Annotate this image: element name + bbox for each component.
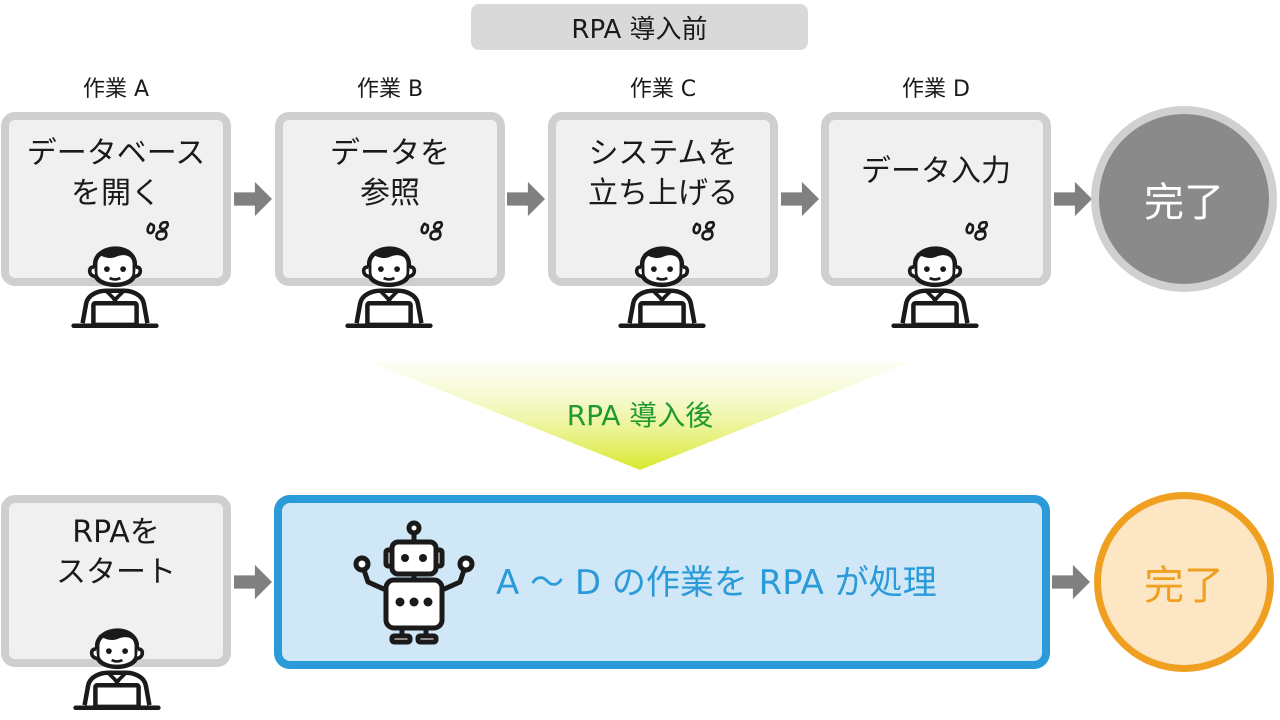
sweat-drops-icon [420, 220, 450, 244]
done-label-after: 完了 [1144, 563, 1224, 609]
done-circle-after: 完了 [1094, 492, 1274, 672]
rpa-start-text: RPAを スタート [56, 515, 176, 590]
sweat-drops-icon [965, 220, 995, 244]
task-label-a: 作業 A [82, 77, 150, 102]
task-label-d: 作業 D [902, 77, 970, 102]
step-text-a: データベース を開く [26, 136, 206, 211]
after-rpa-label: RPA 導入後 [566, 399, 714, 432]
task-label-b: 作業 B [356, 77, 424, 102]
robot-icon [353, 520, 475, 645]
arrow-right-icon [781, 180, 819, 218]
done-circle-before: 完了 [1091, 106, 1277, 292]
arrow-right-icon [234, 180, 272, 218]
step-text-d: データ入力 [861, 154, 1011, 189]
transition-funnel [370, 362, 910, 470]
worker-icon [72, 606, 162, 716]
step-text-c: システムを 立ち上げる [588, 136, 738, 211]
step-text-b: データを 参照 [330, 136, 450, 211]
arrow-right-icon [1052, 563, 1090, 601]
rpa-process-text: A ～ D の作業を RPA が処理 [496, 563, 937, 603]
sweat-drops-icon [146, 220, 176, 244]
before-rpa-banner: RPA 導入前 [471, 4, 808, 50]
arrow-right-icon [1054, 180, 1092, 218]
sweat-drops-icon [692, 220, 722, 244]
arrow-right-icon [507, 180, 545, 218]
task-label-c: 作業 C [629, 77, 697, 102]
done-label-before: 完了 [1144, 180, 1224, 226]
arrow-right-icon [234, 563, 272, 601]
